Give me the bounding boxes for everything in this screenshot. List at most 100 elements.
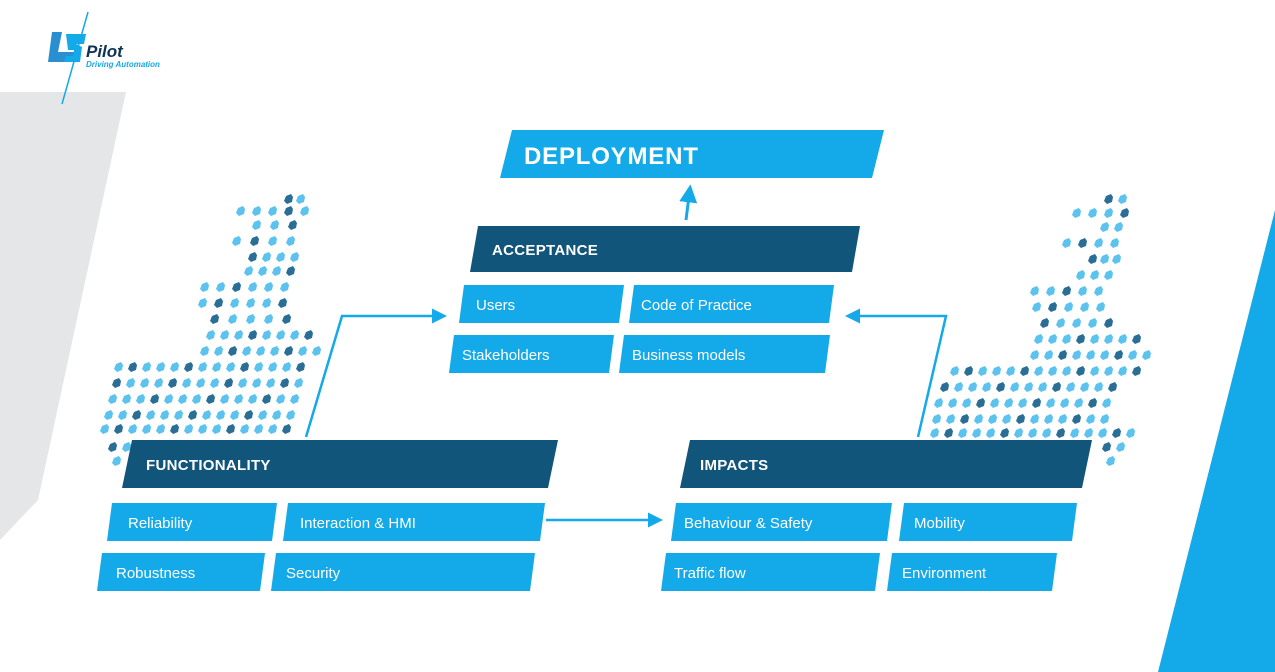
car-icon	[1024, 382, 1033, 392]
car-icon	[282, 314, 291, 324]
functionality-item-robustness: Robustness	[116, 565, 195, 582]
car-icon	[246, 314, 255, 324]
functionality-title: FUNCTIONALITY	[146, 457, 271, 474]
car-icon	[960, 414, 969, 424]
car-icon-cluster-left	[100, 194, 321, 466]
acceptance-item-box	[619, 335, 830, 373]
car-icon	[216, 282, 225, 292]
car-icon	[224, 378, 233, 388]
car-icon	[288, 220, 297, 230]
impacts-item-traffic-flow: Traffic flow	[674, 565, 746, 582]
car-icon	[252, 378, 261, 388]
car-icon	[184, 362, 193, 372]
logo-mark-3	[64, 34, 86, 62]
car-icon	[112, 456, 121, 466]
car-icon	[1090, 334, 1099, 344]
car-icon	[126, 378, 135, 388]
car-icon	[258, 266, 267, 276]
car-icon	[1096, 302, 1105, 312]
car-icon	[1132, 366, 1141, 376]
car-icon	[214, 346, 223, 356]
car-icon	[254, 362, 263, 372]
car-icon	[1102, 398, 1111, 408]
car-icon	[1132, 334, 1141, 344]
car-icon	[1142, 350, 1151, 360]
car-icon	[1100, 222, 1109, 232]
car-icon	[950, 366, 959, 376]
car-icon	[1030, 286, 1039, 296]
car-icon	[280, 282, 289, 292]
car-icon	[206, 394, 215, 404]
car-icon	[298, 346, 307, 356]
car-icon	[1088, 398, 1097, 408]
car-icon	[1064, 302, 1073, 312]
car-icon	[112, 378, 121, 388]
acceptance-item-stakeholders: Stakeholders	[462, 347, 550, 364]
car-icon	[276, 330, 285, 340]
car-icon	[1094, 286, 1103, 296]
acceptance-item-users: Users	[476, 297, 515, 314]
car-icon-cluster-right	[930, 194, 1151, 466]
car-icon	[1090, 366, 1099, 376]
car-icon	[1102, 442, 1111, 452]
car-icon	[1090, 270, 1099, 280]
functionality-item-security: Security	[286, 565, 341, 582]
car-icon	[992, 366, 1001, 376]
car-icon	[1094, 238, 1103, 248]
car-icon	[284, 206, 293, 216]
car-icon	[944, 428, 953, 438]
car-icon	[1086, 414, 1095, 424]
car-icon	[1072, 208, 1081, 218]
car-icon	[214, 298, 223, 308]
car-icon	[174, 410, 183, 420]
functionality-item-reliability: Reliability	[128, 515, 193, 532]
impacts-item-box	[899, 503, 1077, 541]
car-icon	[270, 346, 279, 356]
car-icon	[212, 362, 221, 372]
functionality-item-box	[283, 503, 545, 541]
car-icon	[262, 298, 271, 308]
impacts-header	[680, 440, 1092, 488]
car-icon	[996, 382, 1005, 392]
car-icon	[142, 362, 151, 372]
car-icon	[1032, 302, 1041, 312]
arrow-functionality-to-acceptance	[304, 308, 447, 438]
car-icon	[252, 220, 261, 230]
car-icon	[1094, 382, 1103, 392]
car-icon	[200, 282, 209, 292]
car-icon	[988, 414, 997, 424]
car-icon	[206, 330, 215, 340]
car-icon	[286, 236, 295, 246]
car-icon	[1062, 238, 1071, 248]
car-icon	[972, 428, 981, 438]
car-icon	[1104, 318, 1113, 328]
car-icon	[264, 314, 273, 324]
impacts-item-box	[661, 553, 880, 591]
arrows	[304, 184, 948, 528]
car-icon	[244, 266, 253, 276]
car-icon	[164, 394, 173, 404]
car-icon	[240, 424, 249, 434]
functionality-item-box	[97, 553, 265, 591]
car-icon	[232, 236, 241, 246]
car-icon	[248, 330, 257, 340]
car-icon	[974, 414, 983, 424]
car-icon	[1106, 456, 1115, 466]
car-icon	[1104, 270, 1113, 280]
car-icon	[948, 398, 957, 408]
car-icon	[156, 424, 165, 434]
car-icon	[1046, 398, 1055, 408]
car-icon	[264, 282, 273, 292]
impacts-item-environment: Environment	[902, 565, 987, 582]
car-icon	[182, 378, 191, 388]
car-icon	[964, 366, 973, 376]
car-icon	[1010, 382, 1019, 392]
car-icon	[118, 410, 127, 420]
car-icon	[100, 424, 109, 434]
car-icon	[1088, 254, 1097, 264]
car-icon	[286, 266, 295, 276]
car-icon	[1004, 398, 1013, 408]
acceptance-item-code-of-practice: Code of Practice	[641, 297, 752, 314]
car-icon	[1044, 414, 1053, 424]
car-icon	[1038, 382, 1047, 392]
